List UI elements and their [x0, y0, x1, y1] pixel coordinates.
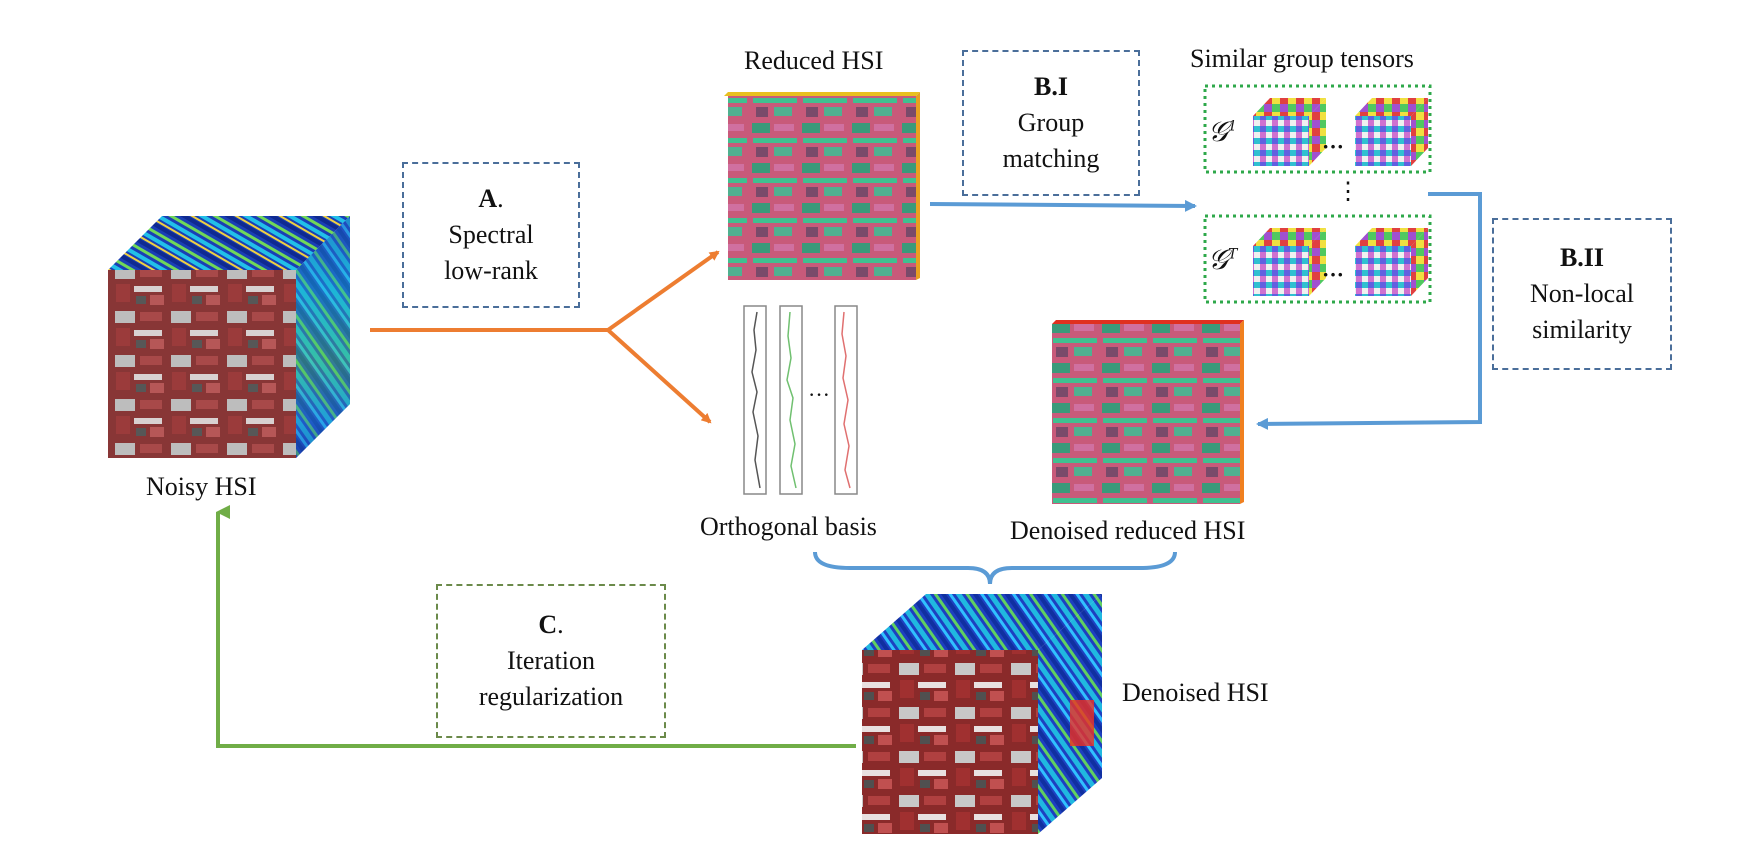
group-box-first — [1203, 84, 1432, 174]
group-cube-side — [1411, 228, 1428, 296]
step-c-line1: Iteration — [506, 646, 596, 675]
noisy-cube-top — [108, 216, 350, 270]
denoised-cube-top — [862, 594, 1102, 650]
step-c-line2: regularization — [478, 682, 624, 711]
basis-vector-n — [834, 305, 858, 495]
group-dots-first: ··· — [1322, 134, 1345, 159]
denoised-hsi-cube — [862, 594, 1102, 834]
group-cube-face — [1355, 246, 1411, 296]
noisy-cube-face — [108, 270, 296, 458]
noisy-cube-side-streaks — [296, 216, 350, 458]
step-c-box: C. Iteration regularization — [436, 584, 666, 738]
basis-curve-n — [841, 311, 851, 489]
step-a-tag: A — [478, 184, 498, 213]
reduced-top-edge — [724, 92, 920, 96]
orange-arrow-to-basis — [606, 328, 712, 424]
basis-curve-1 — [751, 311, 761, 489]
noisy-cube-noise — [108, 270, 296, 458]
noisy-hsi-cube — [108, 216, 350, 458]
reduced-hsi-image — [724, 92, 920, 280]
reduced-side-edge — [916, 92, 920, 280]
step-b2-box: B.II Non-local similarity — [1492, 218, 1672, 370]
basis-ellipsis: ··· — [808, 382, 830, 407]
step-c-tag: C — [538, 610, 558, 639]
group-box-last — [1203, 214, 1432, 304]
group-cube-top — [1253, 228, 1326, 246]
group-vertical-dots: ⋮ — [1336, 179, 1360, 205]
group-cube-face — [1253, 246, 1309, 296]
group-cube-top — [1253, 98, 1326, 116]
step-b1-line2: matching — [1002, 144, 1100, 173]
denoised-reduced-face — [1052, 324, 1240, 504]
basis-vector-2 — [779, 305, 803, 495]
group-cube-top — [1355, 98, 1428, 116]
blue-arrow-nonlocal — [1256, 192, 1482, 430]
group-cubes-last — [1253, 228, 1428, 296]
denoised-reduced-side-edge — [1240, 320, 1244, 504]
step-c-tail: . — [557, 610, 564, 639]
denoised-cube-face — [862, 650, 1038, 834]
orange-arrow-to-reduced — [606, 250, 720, 332]
green-arrow-iteration — [216, 505, 856, 748]
label-denoised-reduced-hsi: Denoised reduced HSI — [1010, 516, 1246, 545]
group-cube-face — [1355, 116, 1411, 166]
basis-vector-1 — [743, 305, 767, 495]
group-cube-top — [1355, 228, 1428, 246]
blue-brace — [813, 551, 1177, 585]
reduced-face — [728, 96, 916, 280]
label-denoised-hsi: Denoised HSI — [1122, 678, 1269, 707]
label-similar-group-tensors: Similar group tensors — [1190, 44, 1414, 73]
group-cube-side — [1309, 228, 1326, 296]
step-a-title: A. — [478, 181, 503, 217]
step-b1-line1: Group — [1017, 108, 1085, 137]
basis-curve-2 — [786, 311, 797, 489]
orthogonal-basis — [743, 305, 858, 495]
group-symbol-last: 𝒢T — [1208, 243, 1238, 276]
group-dots-last: ··· — [1322, 262, 1345, 287]
group-cube-side — [1309, 98, 1326, 166]
step-a-line2: low-rank — [444, 256, 538, 285]
group-cube-side — [1411, 98, 1428, 166]
step-b1-tag: B.I — [1034, 72, 1068, 101]
step-b2-line2: similarity — [1532, 315, 1632, 344]
label-orthogonal-basis: Orthogonal basis — [700, 512, 877, 541]
step-a-tail: . — [497, 184, 504, 213]
step-b2-line1: Non-local — [1530, 279, 1634, 308]
group-symbol-first: 𝒢1 — [1208, 115, 1237, 148]
label-noisy-hsi: Noisy HSI — [146, 472, 257, 501]
group-cubes-first — [1253, 98, 1428, 166]
label-reduced-hsi: Reduced HSI — [744, 46, 884, 75]
step-b1-box: B.I Group matching — [962, 50, 1140, 196]
blue-arrow-group-matching — [929, 199, 1197, 212]
step-a-line1: Spectral — [448, 220, 534, 249]
group-cube-face — [1253, 116, 1309, 166]
step-b2-tag: B.II — [1559, 243, 1605, 272]
denoised-cube-side-hotspot — [1070, 700, 1094, 746]
denoised-reduced-hsi-image — [1052, 320, 1244, 504]
step-c-title: C. — [538, 607, 563, 643]
step-a-box: A. Spectral low-rank — [402, 162, 580, 308]
denoised-reduced-top-edge — [1052, 320, 1244, 324]
